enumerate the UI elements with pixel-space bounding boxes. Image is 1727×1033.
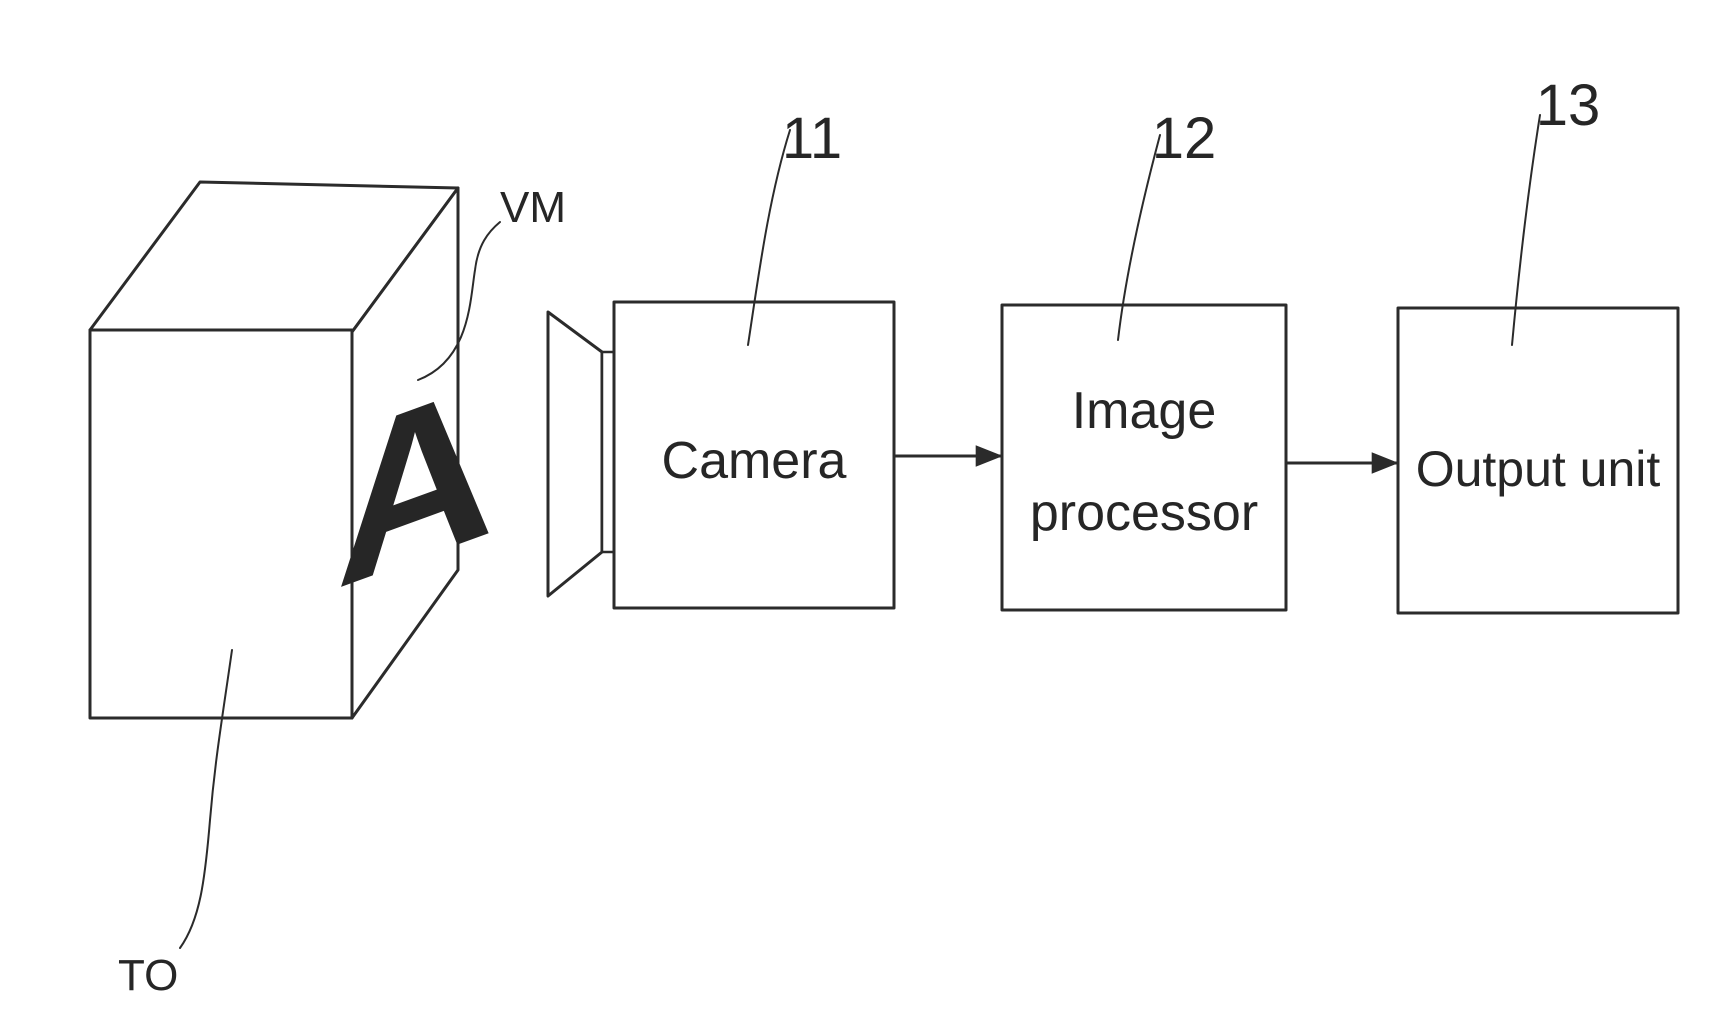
processor-ref-number: 12	[1152, 106, 1217, 171]
box-front-face	[90, 330, 352, 718]
vm-label: VM	[500, 183, 566, 232]
camera-label: Camera	[662, 432, 847, 490]
camera-ref-number: 11	[782, 106, 842, 171]
image-processor-box	[1002, 305, 1286, 610]
camera-block: Camera	[548, 302, 894, 608]
camera-lens-icon	[548, 312, 602, 596]
output-unit-label: Output unit	[1416, 441, 1661, 497]
output-unit-block: Output unit	[1398, 308, 1678, 613]
image-processor-block: Image processor	[1002, 305, 1286, 610]
image-processor-label-line1: Image	[1072, 382, 1217, 440]
camera-lens-mount	[602, 352, 614, 552]
to-label: TO	[118, 951, 178, 1000]
image-processor-label-line2: processor	[1030, 484, 1258, 542]
output-ref-number: 13	[1536, 73, 1601, 138]
